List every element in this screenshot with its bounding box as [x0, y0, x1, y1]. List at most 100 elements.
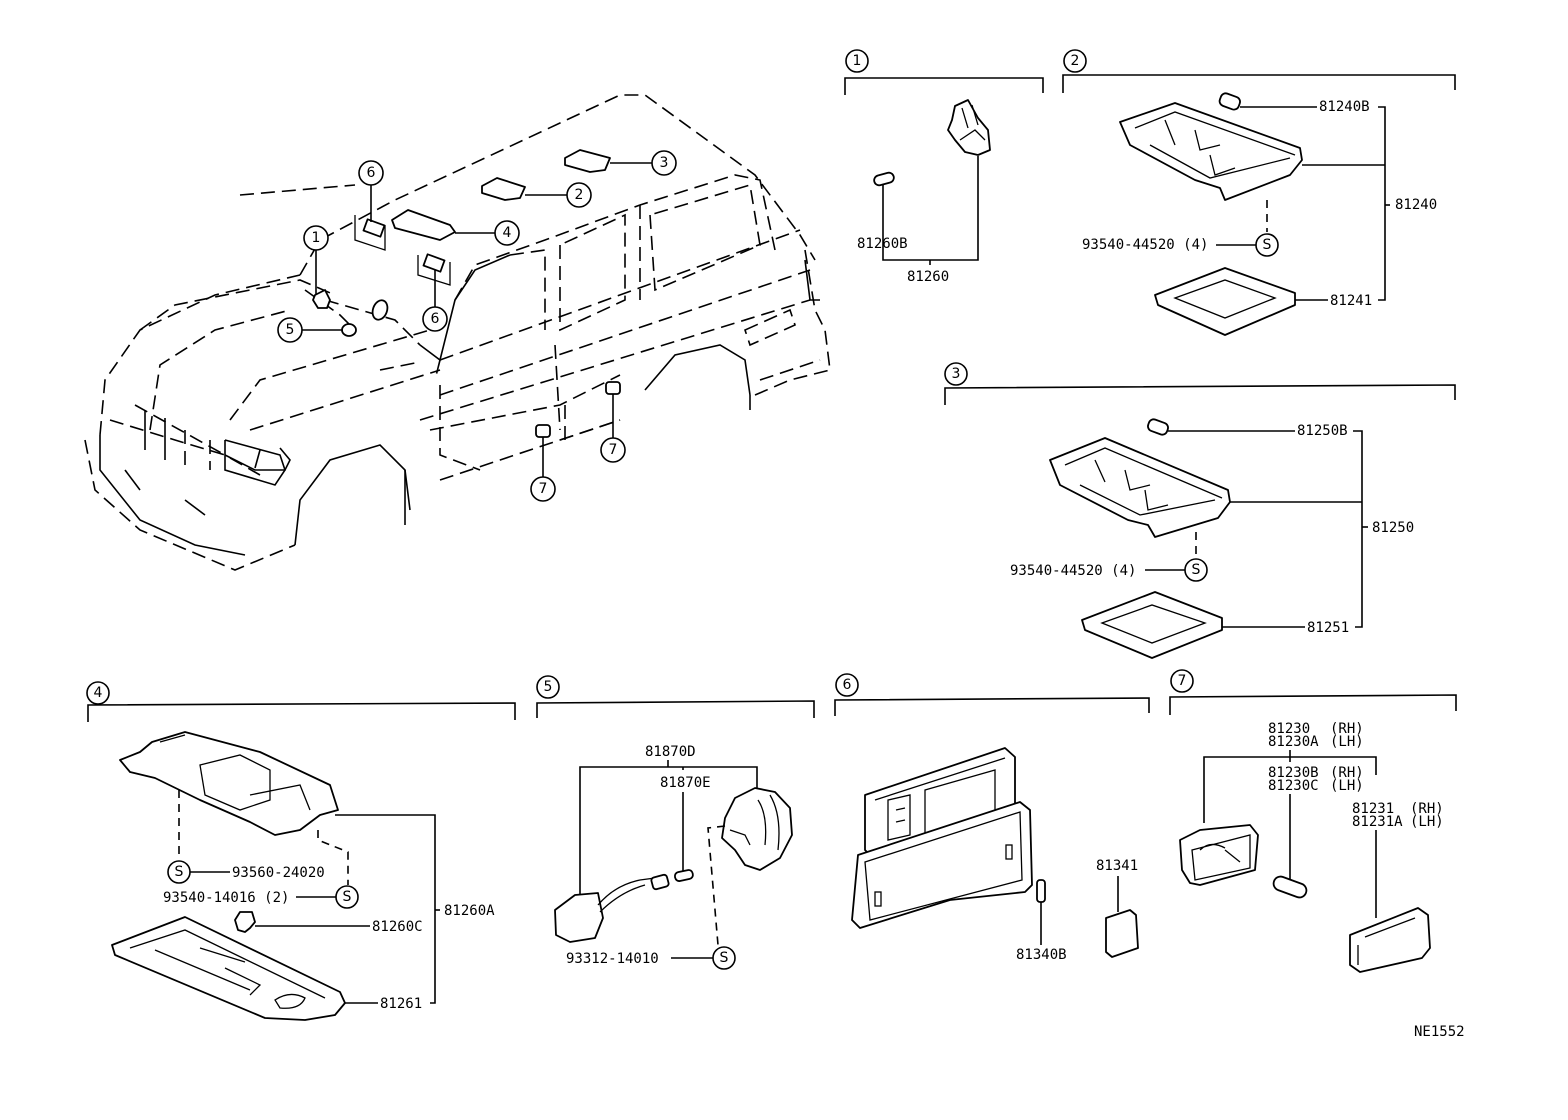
part-number[interactable]: 81261 [380, 996, 422, 1012]
bulb[interactable] [1036, 879, 1046, 903]
callout-circle[interactable] [422, 306, 448, 332]
group-id: 5 [544, 679, 553, 695]
part-number[interactable]: 93540-44520 (4) [1082, 237, 1208, 253]
part-number[interactable]: 81230B [1268, 765, 1319, 781]
dome-lamp-housing[interactable] [1119, 102, 1303, 201]
lens[interactable] [1154, 267, 1296, 336]
door-lamp-lens[interactable] [1349, 907, 1431, 973]
drawing-code: NE1552 [1414, 1024, 1465, 1040]
part-number[interactable]: 81231 [1352, 801, 1394, 817]
part-side: (RH) [1410, 801, 1444, 817]
group-badge [845, 49, 869, 73]
group-badge [536, 675, 560, 699]
screw-label: S [720, 950, 729, 966]
group-badge [1170, 669, 1194, 693]
lens[interactable] [1081, 591, 1223, 659]
part-side: (LH) [1330, 778, 1364, 794]
callout-label: 6 [431, 311, 440, 327]
callout-circle[interactable] [651, 150, 677, 176]
bulb[interactable] [1218, 92, 1241, 111]
part-number[interactable]: 81870D [645, 744, 696, 760]
callout-label: 3 [660, 155, 669, 171]
callout-circle[interactable] [277, 317, 303, 343]
group-badge [835, 673, 859, 697]
part-number[interactable]: 81251 [1307, 620, 1349, 636]
map-lamp-housing[interactable] [119, 731, 339, 836]
part-number[interactable]: 81230A [1268, 734, 1319, 750]
callout-label: 2 [575, 187, 584, 203]
part-number[interactable]: 93540-14016 (2) [163, 890, 289, 906]
group-7: 7 81230 (RH) 81230A (LH) 81230B (RH) 812… [1169, 669, 1457, 973]
part-number[interactable]: 81260 [907, 269, 949, 285]
vehicle-part-sketches [312, 149, 621, 438]
lens[interactable] [111, 916, 346, 1021]
part-number[interactable]: 81241 [1330, 293, 1372, 309]
part-side: (RH) [1330, 765, 1364, 781]
vehicle-outline [84, 94, 831, 571]
part-number[interactable]: 93560-24020 [232, 865, 325, 881]
callout-circle[interactable] [303, 225, 329, 251]
group-1: 1 81260B 81260 [844, 49, 1044, 285]
group-4: 4 81260A S 93560-24020 S 93540-14016 (2)… [86, 681, 516, 1021]
part-side: (RH) [1330, 721, 1364, 737]
bulb[interactable] [674, 869, 694, 882]
part-number[interactable]: 81340B [1016, 947, 1067, 963]
bulb[interactable] [234, 911, 256, 933]
door-lamp-socket[interactable] [1179, 824, 1259, 886]
group-id: 4 [94, 685, 103, 701]
courtesy-lamp-housing[interactable] [721, 787, 793, 871]
callout-label: 4 [503, 225, 512, 241]
callout-label: 7 [609, 442, 618, 458]
part-number[interactable]: 81250B [1297, 423, 1348, 439]
group-2: 2 81240B 81240 S 93540-44520 (4) 81241 [1062, 49, 1456, 336]
callout-circle[interactable] [494, 220, 520, 246]
group-6: 6 81340B 81341 [834, 673, 1150, 963]
group-id: 6 [843, 677, 852, 693]
bulb[interactable] [873, 171, 895, 187]
part-side: (LH) [1410, 814, 1444, 830]
screw-label: S [1263, 237, 1272, 253]
part-number[interactable]: 81260C [372, 919, 423, 935]
lamp-socket[interactable] [947, 99, 991, 156]
group-badge [1063, 49, 1087, 73]
lamp-connector[interactable] [554, 892, 604, 943]
part-number[interactable]: 81240B [1319, 99, 1370, 115]
group-id: 1 [853, 53, 862, 69]
bulb[interactable] [1272, 875, 1309, 900]
group-3: 3 81250B 81250 S 93540-44520 (4) 81251 [944, 362, 1456, 659]
group-id: 3 [952, 366, 961, 382]
callout-label: 6 [367, 165, 376, 181]
vehicle-callouts: 6 1 5 6 4 2 3 7 7 [277, 150, 677, 502]
callout-circle[interactable] [566, 182, 592, 208]
group-badge [944, 362, 968, 386]
vanity-lamp-lens[interactable] [851, 801, 1033, 929]
part-number[interactable]: 93312-14010 [566, 951, 659, 967]
group-5: 5 81870D 81870E S 93312-14010 [536, 675, 815, 970]
bulb[interactable] [1147, 418, 1170, 436]
part-number[interactable]: 81260A [444, 903, 495, 919]
callout-label: 5 [286, 322, 295, 338]
part-number[interactable]: 81870E [660, 775, 711, 791]
lens[interactable] [1105, 909, 1139, 958]
part-number[interactable]: 81231A [1352, 814, 1403, 830]
part-number[interactable]: 81250 [1372, 520, 1414, 536]
part-number[interactable]: 81341 [1096, 858, 1138, 874]
part-number[interactable]: 81240 [1395, 197, 1437, 213]
part-number[interactable]: 81260B [857, 236, 908, 252]
callout-circle[interactable] [600, 437, 626, 463]
callout-circle[interactable] [358, 160, 384, 186]
group-badge [86, 681, 110, 705]
callout-circle[interactable] [530, 476, 556, 502]
part-side: (LH) [1330, 734, 1364, 750]
callout-label: 1 [312, 230, 321, 246]
part-number[interactable]: 81230 [1268, 721, 1310, 737]
part-number[interactable]: 93540-44520 (4) [1010, 563, 1136, 579]
callout-label: 7 [539, 481, 548, 497]
screw-label: S [343, 889, 352, 905]
group-id: 7 [1178, 673, 1187, 689]
screw-label: S [175, 864, 184, 880]
part-number[interactable]: 81230C [1268, 778, 1319, 794]
screw-label: S [1192, 562, 1201, 578]
group-id: 2 [1071, 53, 1080, 69]
